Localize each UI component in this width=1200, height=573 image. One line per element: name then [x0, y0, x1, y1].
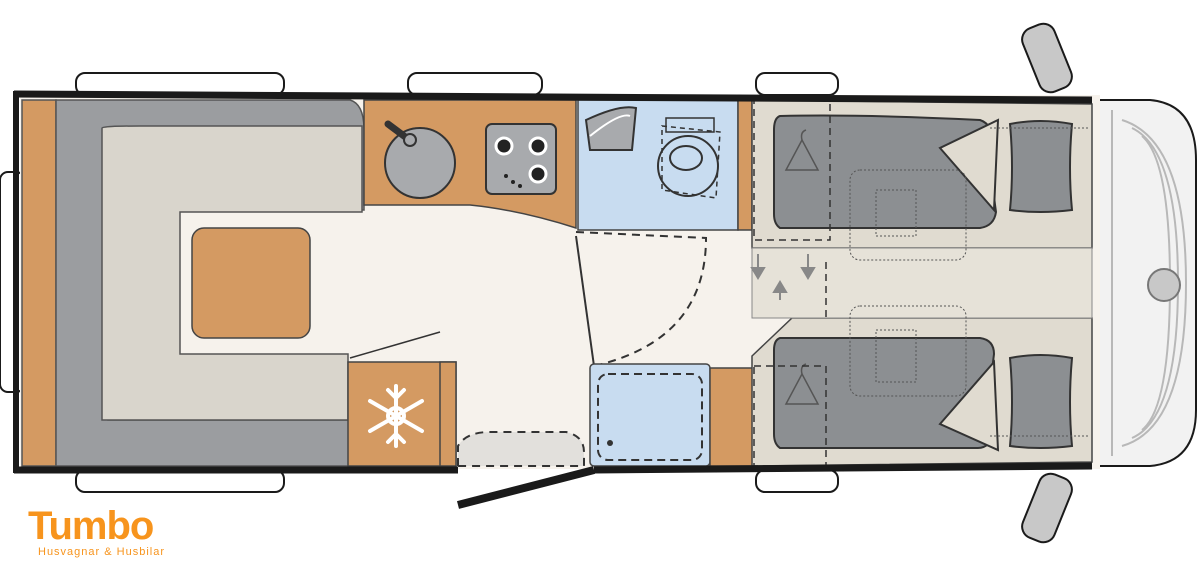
steering-wheel-icon [1147, 268, 1181, 302]
bedding-bottom [773, 337, 1000, 452]
brand-name: Tumbo [28, 504, 154, 548]
outer-walls [13, 90, 1093, 474]
bathroom-cabinet [737, 99, 753, 231]
toilet-icon [657, 117, 721, 199]
washbasin [584, 106, 638, 151]
basin-cut [589, 114, 631, 137]
shower-drain [607, 440, 613, 446]
brand-tagline: Husvagnar & Husbilar [38, 546, 165, 558]
stove-icon [485, 123, 557, 195]
bathroom-door [575, 235, 595, 367]
mirror-icon [1021, 22, 1073, 544]
bedding-top [773, 114, 1000, 229]
dining-table [191, 227, 311, 339]
access-arrows [750, 254, 816, 300]
entrance-step [457, 431, 585, 467]
snowflake-icon [368, 384, 424, 448]
shower-icon [597, 373, 703, 461]
shower-area [589, 363, 711, 467]
fridge-side [439, 361, 457, 467]
lounge-seat [101, 125, 363, 421]
drop-bed-outline [751, 247, 1093, 319]
pillow-icon [1008, 120, 1074, 449]
dotted-panels [849, 127, 1090, 437]
sink-icon [384, 120, 456, 199]
rear-cabinet [21, 99, 57, 467]
hanger-icon [784, 129, 820, 405]
door-swing [575, 231, 708, 367]
brand-logo: Tumbo Husvagnar & Husbilar [14, 506, 204, 566]
wardrobe [709, 367, 755, 467]
table-extension [349, 331, 441, 359]
entrance-door [457, 466, 595, 509]
